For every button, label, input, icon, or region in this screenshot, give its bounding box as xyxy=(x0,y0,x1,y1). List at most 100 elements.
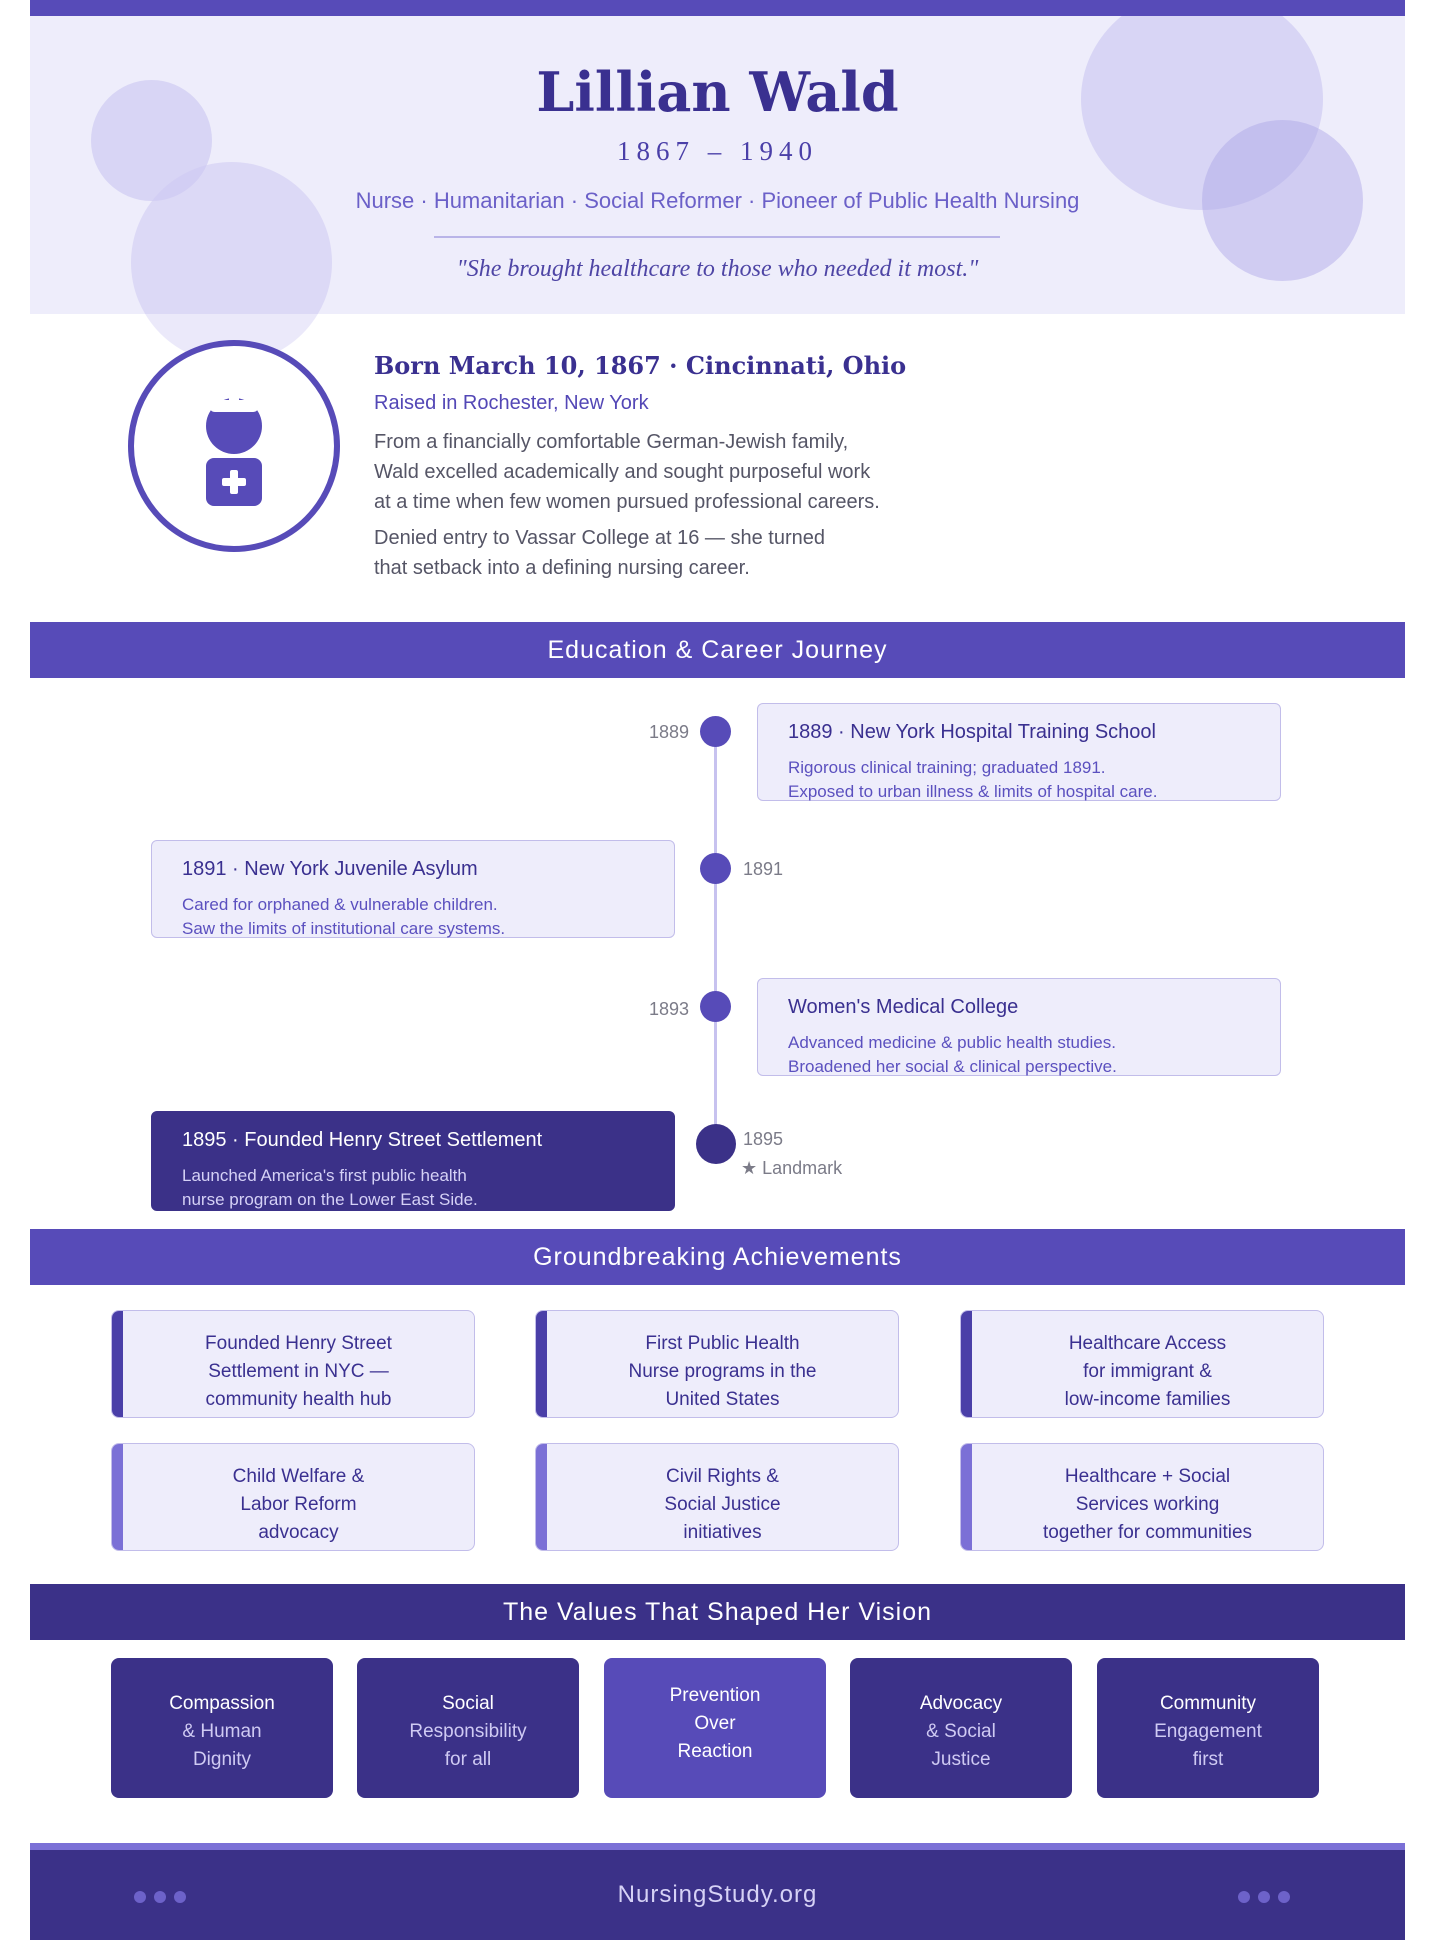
header-banner: Lillian Wald 1867 – 1940 Nurse · Humanit… xyxy=(30,16,1405,314)
desc-line: Advanced medicine & public health studie… xyxy=(788,1033,1116,1052)
footer-site-link[interactable]: NursingStudy.org xyxy=(617,1881,818,1908)
timeline-dot xyxy=(700,716,731,747)
timeline-card-title: 1895 · Founded Henry Street Settlement xyxy=(182,1129,543,1151)
value-line: Advocacy xyxy=(919,1693,1003,1714)
timeline-card: Women's Medical College Advanced medicin… xyxy=(757,978,1281,1076)
value-line: Responsibility xyxy=(409,1721,527,1742)
card-accent xyxy=(112,1311,123,1417)
footer: NursingStudy.org xyxy=(30,1850,1405,1940)
timeline-card-highlight: 1895 · Founded Henry Street Settlement L… xyxy=(151,1111,675,1211)
value-line: Prevention xyxy=(669,1685,761,1706)
timeline-card-desc: Advanced medicine & public health studie… xyxy=(788,1031,1258,1079)
value-line: & Social xyxy=(926,1721,996,1742)
desc-line: Rigorous clinical training; graduated 18… xyxy=(788,758,1106,777)
achievement-text: Healthcare + Social Services working tog… xyxy=(1042,1466,1253,1543)
desc-line: Launched America's first public health xyxy=(182,1166,467,1185)
value-line: Engagement xyxy=(1154,1721,1262,1742)
footer-accent-line xyxy=(30,1843,1405,1850)
decor-dots xyxy=(134,1890,194,1903)
value-text: Social Responsibility for all xyxy=(357,1690,579,1774)
divider xyxy=(434,236,1000,238)
achievement-card: Child Welfare & Labor Reform advocacy xyxy=(111,1443,475,1551)
value-card: Advocacy & Social Justice xyxy=(850,1658,1072,1798)
value-line: Compassion xyxy=(169,1693,275,1714)
header-quote: "She brought healthcare to those who nee… xyxy=(456,256,979,282)
timeline-card-desc: Rigorous clinical training; graduated 18… xyxy=(788,756,1258,804)
nurse-icon xyxy=(206,393,262,506)
timeline-card-title: 1889 · New York Hospital Training School xyxy=(788,721,1156,743)
birth-info: Born March 10, 1867 · Cincinnati, Ohio xyxy=(374,351,907,380)
landmark-badge: ★ Landmark xyxy=(741,1158,843,1178)
timeline-axis xyxy=(714,732,717,1134)
achievement-card: First Public Health Nurse programs in th… xyxy=(535,1310,899,1418)
section-header-achievements: Groundbreaking Achievements xyxy=(30,1229,1405,1285)
value-line: for all xyxy=(444,1749,492,1770)
achievement-card: Founded Henry Street Settlement in NYC —… xyxy=(111,1310,475,1418)
bio-line: that setback into a defining nursing car… xyxy=(374,557,750,579)
value-text: Compassion & Human Dignity xyxy=(111,1690,333,1774)
timeline-dot xyxy=(700,991,731,1022)
timeline-year: 1893 xyxy=(649,999,690,1019)
infographic-page: Lillian Wald 1867 – 1940 Nurse · Humanit… xyxy=(30,0,1405,1940)
decor-circle xyxy=(1202,120,1363,281)
value-line: Reaction xyxy=(677,1741,753,1762)
value-line: Dignity xyxy=(192,1749,252,1770)
value-line: Social xyxy=(442,1693,494,1714)
life-dates: 1867 – 1940 xyxy=(617,136,818,166)
timeline-card-title: Women's Medical College xyxy=(788,996,1019,1018)
roles-line: Nurse · Humanitarian · Social Reformer ·… xyxy=(355,188,1080,213)
decor-dots xyxy=(1238,1890,1298,1903)
timeline-card-desc: Cared for orphaned & vulnerable children… xyxy=(182,893,652,941)
card-accent xyxy=(536,1444,547,1550)
value-text: Community Engagement first xyxy=(1097,1690,1319,1774)
achievement-text: Healthcare Access for immigrant & low-in… xyxy=(1064,1333,1231,1410)
value-text: Advocacy & Social Justice xyxy=(850,1690,1072,1774)
value-line: & Human xyxy=(182,1721,262,1742)
value-line: first xyxy=(1192,1749,1224,1770)
section-header-timeline: Education & Career Journey xyxy=(30,622,1405,678)
achievement-card: Civil Rights & Social Justice initiative… xyxy=(535,1443,899,1551)
avatar xyxy=(128,340,340,552)
decor-circle xyxy=(131,162,332,314)
bio-line: at a time when few women pursued profess… xyxy=(374,491,880,513)
bio-line: Wald excelled academically and sought pu… xyxy=(374,461,871,483)
raised-info: Raised in Rochester, New York xyxy=(374,392,649,414)
desc-line: nurse program on the Lower East Side. xyxy=(182,1190,478,1209)
card-accent xyxy=(112,1444,123,1550)
decor-circle xyxy=(1081,16,1323,210)
timeline-card-title: 1891 · New York Juvenile Asylum xyxy=(182,858,478,880)
timeline-card-desc: Launched America's first public health n… xyxy=(182,1164,652,1212)
card-accent xyxy=(536,1311,547,1417)
bio-line: From a financially comfortable German-Je… xyxy=(374,431,849,453)
value-card-highlight: Prevention Over Reaction xyxy=(604,1658,826,1798)
achievement-card: Healthcare Access for immigrant & low-in… xyxy=(960,1310,1324,1418)
value-card: Community Engagement first xyxy=(1097,1658,1319,1798)
desc-line: Saw the limits of institutional care sys… xyxy=(182,919,506,938)
desc-line: Broadened her social & clinical perspect… xyxy=(788,1057,1117,1076)
timeline-year: 1889 xyxy=(649,722,690,742)
achievement-text: First Public Health Nurse programs in th… xyxy=(628,1333,817,1410)
value-line: Community xyxy=(1159,1693,1257,1714)
timeline-card: 1889 · New York Hospital Training School… xyxy=(757,703,1281,801)
desc-line: Cared for orphaned & vulnerable children… xyxy=(182,895,498,914)
value-line: Over xyxy=(694,1713,736,1734)
achievement-text: Child Welfare & Labor Reform advocacy xyxy=(232,1466,365,1543)
value-card: Compassion & Human Dignity xyxy=(111,1658,333,1798)
value-card: Social Responsibility for all xyxy=(357,1658,579,1798)
desc-line: Exposed to urban illness & limits of hos… xyxy=(788,782,1158,801)
timeline-year: 1891 xyxy=(743,859,784,879)
card-accent xyxy=(961,1311,972,1417)
value-line: Justice xyxy=(931,1749,991,1770)
timeline-dot xyxy=(700,853,731,884)
card-accent xyxy=(961,1444,972,1550)
timeline-year: 1895 xyxy=(743,1129,784,1149)
timeline-card: 1891 · New York Juvenile Asylum Cared fo… xyxy=(151,840,675,938)
achievement-card: Healthcare + Social Services working tog… xyxy=(960,1443,1324,1551)
page-title: Lillian Wald xyxy=(536,60,899,124)
value-text: Prevention Over Reaction xyxy=(604,1682,826,1766)
achievement-text: Founded Henry Street Settlement in NYC —… xyxy=(205,1333,392,1410)
top-accent-bar xyxy=(30,0,1405,16)
section-header-values: The Values That Shaped Her Vision xyxy=(30,1584,1405,1640)
achievement-text: Civil Rights & Social Justice initiative… xyxy=(664,1466,781,1543)
bio-paragraph: Denied entry to Vassar College at 16 — s… xyxy=(374,523,974,583)
